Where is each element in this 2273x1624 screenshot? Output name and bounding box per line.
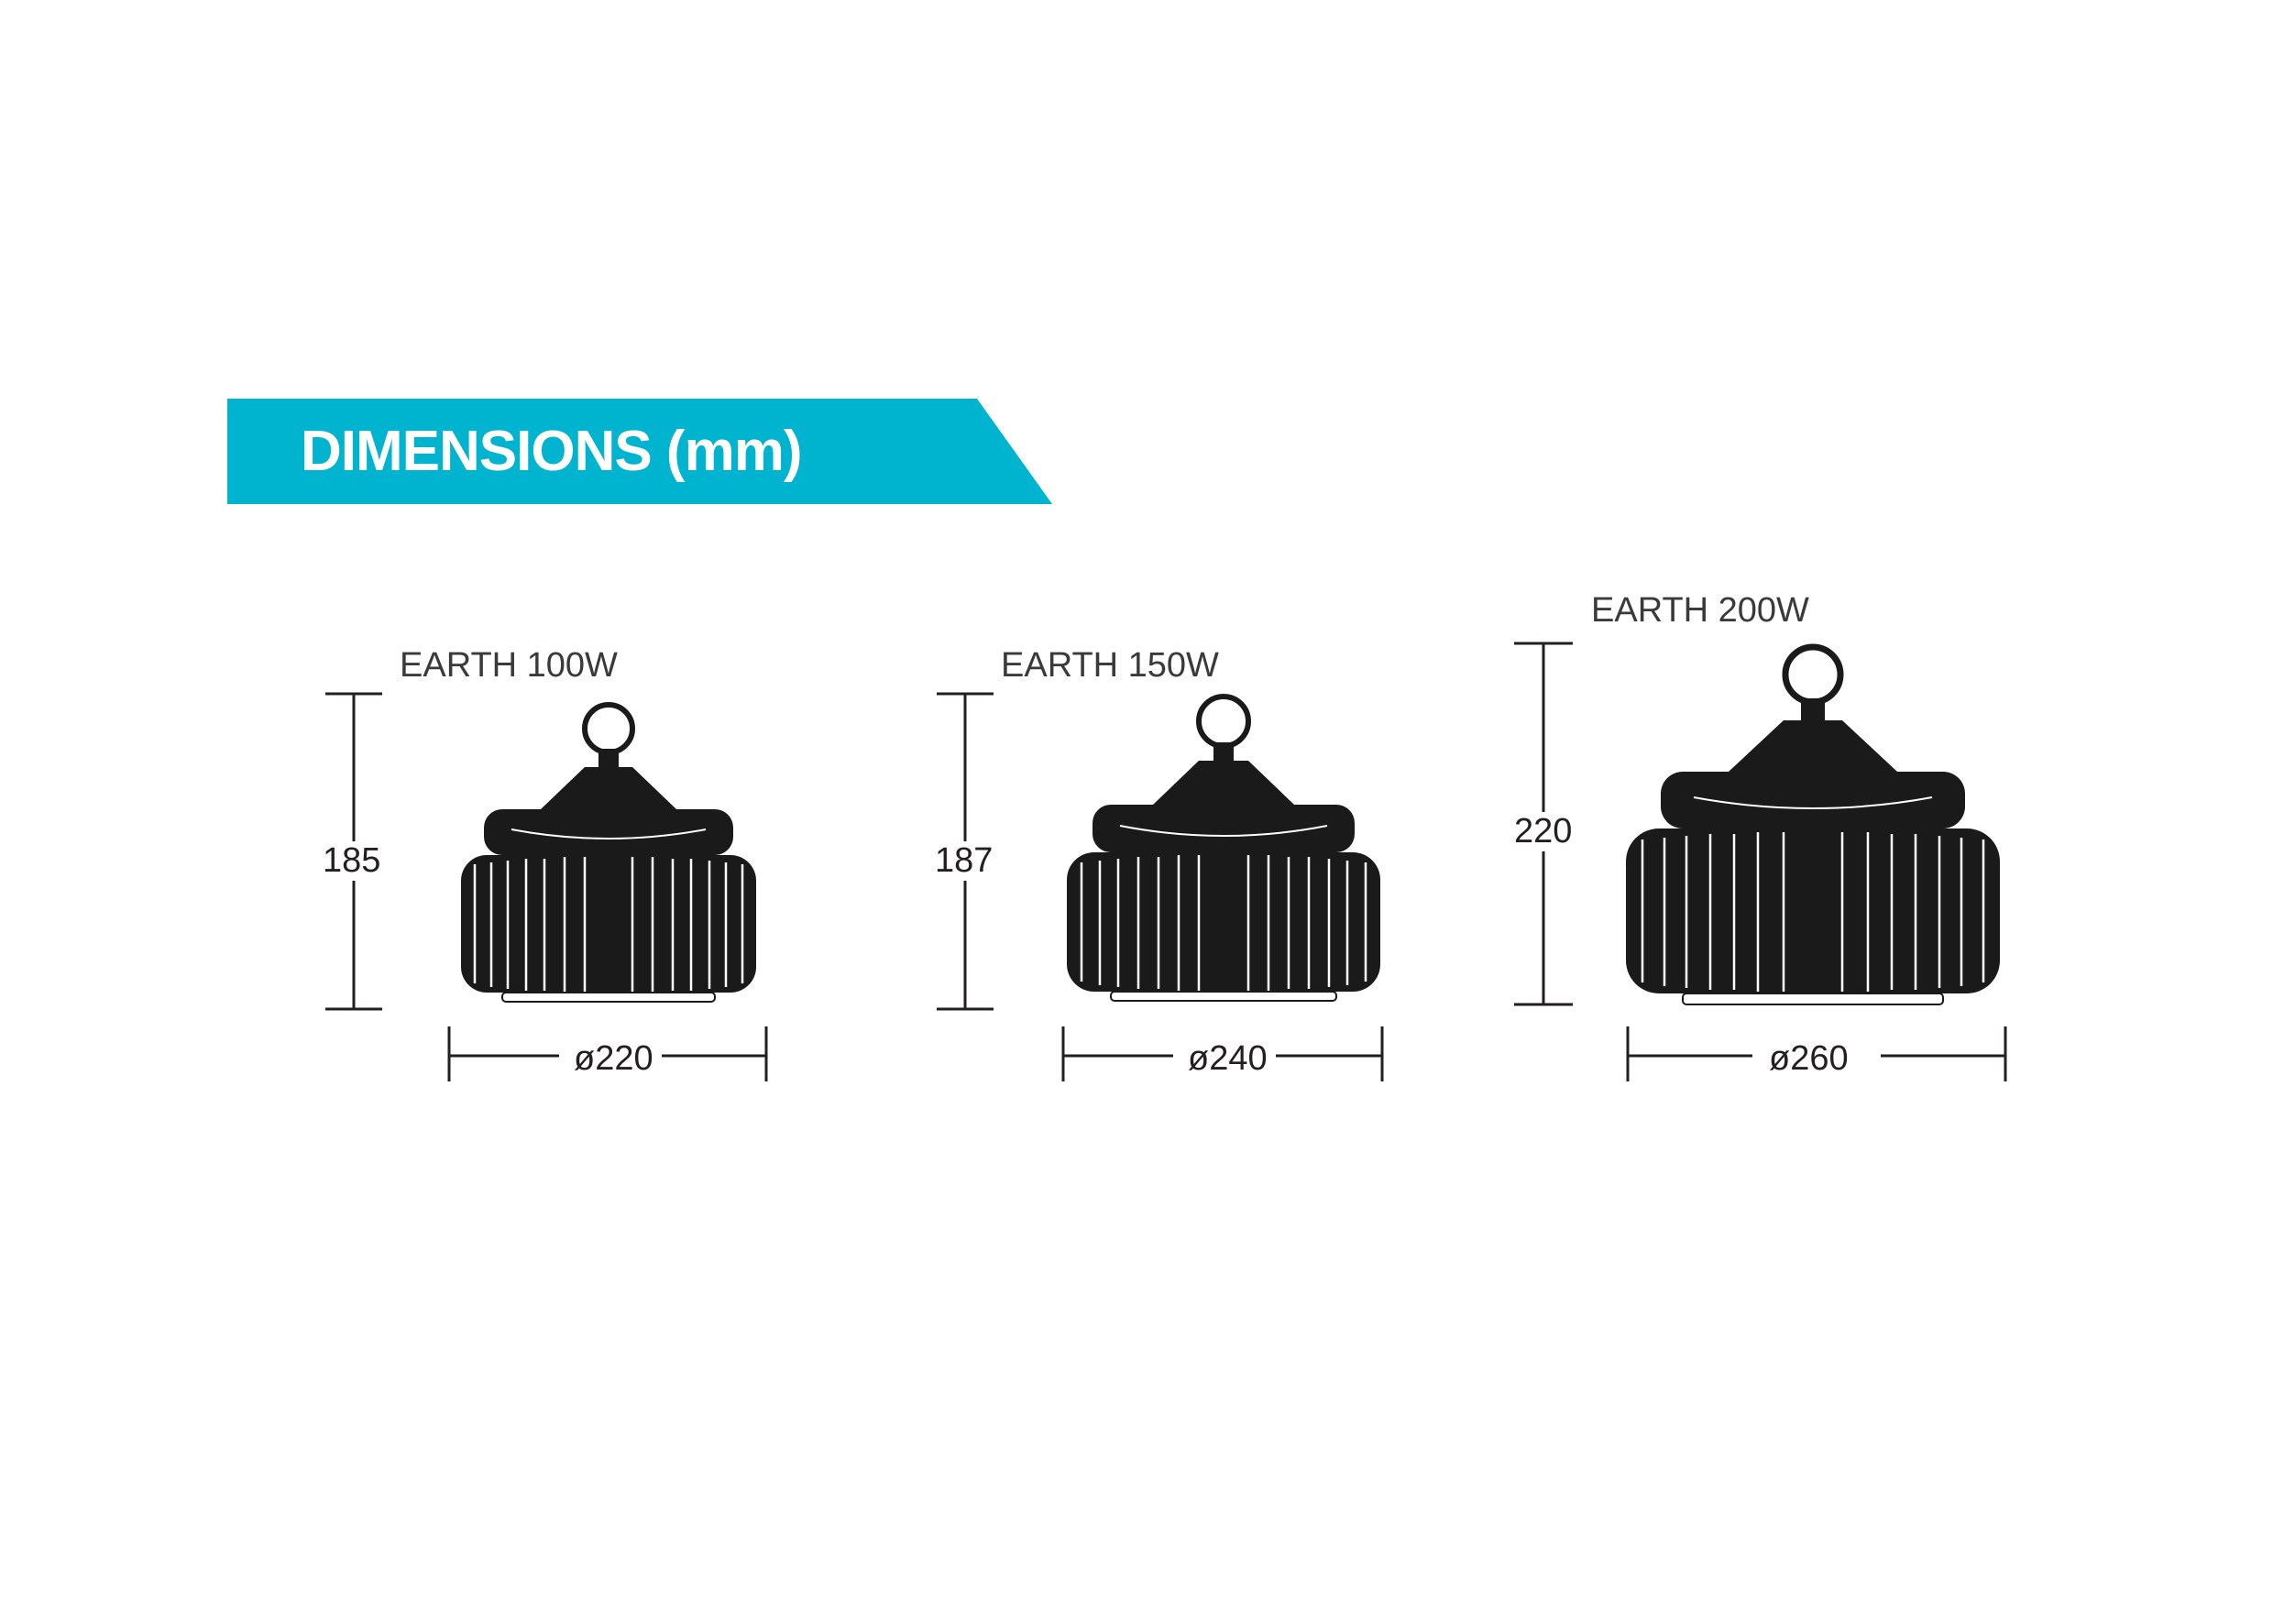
high-bay-fixture-icon: [1067, 694, 1380, 1002]
model-label: EARTH 100W: [400, 646, 618, 685]
diameter-label: ø240: [1182, 1039, 1273, 1079]
height-label: 187: [929, 841, 999, 881]
diameter-label: ø260: [1763, 1039, 1854, 1079]
diameter-label: ø220: [568, 1039, 659, 1079]
fixture-drawing-100w: [447, 701, 770, 1013]
model-label: EARTH 200W: [1591, 591, 1809, 630]
high-bay-fixture-icon: [1626, 643, 2000, 1005]
dimensions-banner: DIMENSIONS (mm): [227, 399, 1052, 504]
model-label: EARTH 150W: [1001, 646, 1219, 685]
fixture-drawing-150w: [1054, 692, 1393, 1013]
height-label: 220: [1509, 812, 1578, 851]
fixture-drawing-200w: [1615, 642, 2011, 1017]
height-label: 185: [317, 841, 387, 881]
banner-shape: [227, 399, 1052, 504]
banner-title: DIMENSIONS (mm): [301, 420, 802, 483]
high-bay-fixture-icon: [461, 702, 756, 1003]
